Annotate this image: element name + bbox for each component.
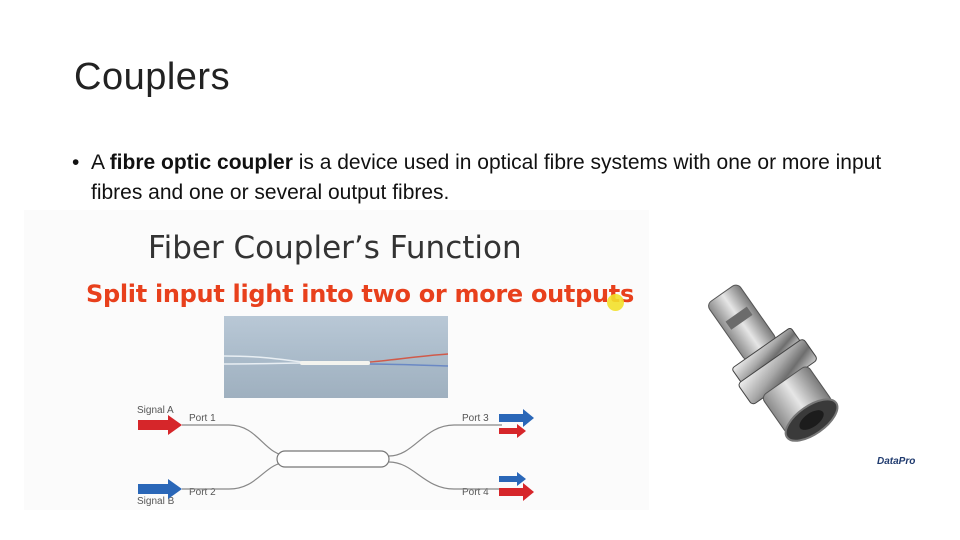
fiber-photo-drawing [223,353,449,367]
coupler-diagram: Signal A Port 1 Port 3 Signal B Port 2 P… [137,405,534,507]
datapro-logo: DataPro [877,456,916,467]
bullet-point: • A fibre optic coupler is a device used… [72,148,902,208]
port-3-fiber [388,424,502,457]
figure-title: Fiber Coupler’s Function [148,230,522,266]
bullet-marker: • [72,151,80,174]
signal-a-arrow-icon [138,415,182,435]
coupler-body [276,450,390,468]
port-1-fiber [182,424,290,457]
port-4-red-arrow-icon [499,483,534,501]
port-3-blue-arrow-icon [499,409,534,427]
port-1-label: Port 1 [189,413,216,424]
bullet-bold-term: fibre optic coupler [109,151,293,174]
port-2-fiber [182,461,290,490]
port-3-label: Port 3 [462,413,489,424]
bullet-prefix: A [91,151,110,174]
port-4-fiber [388,461,502,490]
port-4-blue-arrow-icon [499,472,526,486]
cursor-highlight-icon [607,294,624,311]
bullet-text: A fibre optic coupler is a device used i… [91,148,902,208]
signal-a-label: Signal A [137,405,174,416]
fiber-connector-photo [708,284,839,442]
bullet-suffix: is a device used in optical fibre system… [91,151,882,204]
port-2-label: Port 2 [189,487,216,498]
port-4-label: Port 4 [462,487,489,498]
signal-b-label: Signal B [137,496,175,507]
slide-title: Couplers [74,56,231,98]
fiber-coupler-photo [223,316,449,398]
figure-subtitle: Split input light into two or more outpu… [86,280,634,308]
signal-b-arrow-icon [138,479,182,499]
port-3-red-arrow-icon [499,424,526,438]
coupler-function-figure: Fiber Coupler’s Function Split input lig… [24,210,649,510]
